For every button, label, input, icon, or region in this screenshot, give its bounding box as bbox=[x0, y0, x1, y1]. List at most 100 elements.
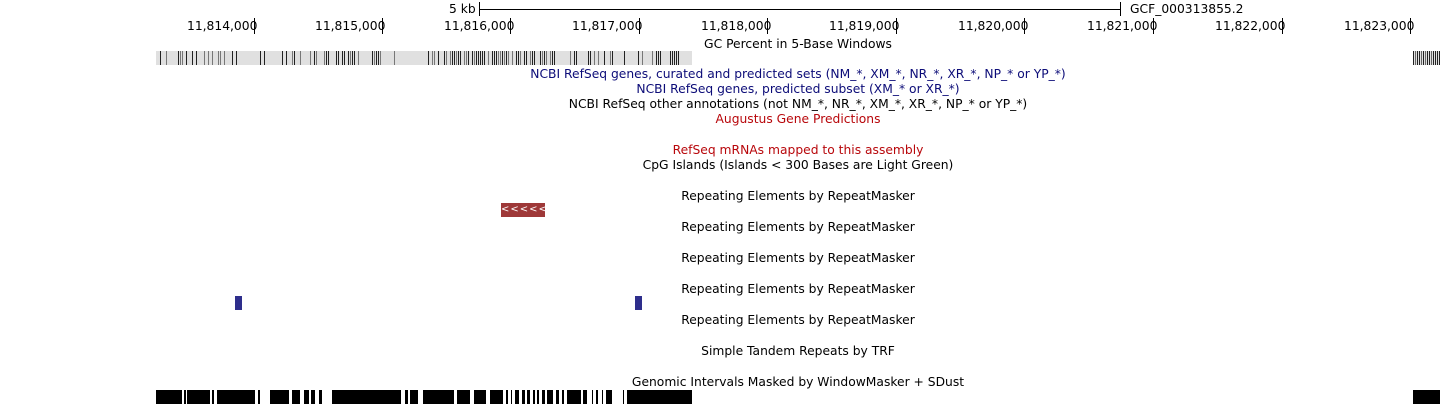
masked-interval[interactable] bbox=[515, 390, 519, 404]
masked-interval[interactable] bbox=[332, 390, 401, 404]
masked-interval[interactable] bbox=[1413, 390, 1440, 404]
ruler-tick bbox=[1410, 18, 1411, 34]
gc-window-bar bbox=[160, 51, 161, 65]
track-label-repeatmasker-3[interactable]: Repeating Elements by RepeatMasker bbox=[681, 251, 915, 265]
gc-window-bar bbox=[342, 51, 343, 65]
masked-interval[interactable] bbox=[592, 390, 593, 404]
masked-interval[interactable] bbox=[217, 390, 255, 404]
gc-window-bar bbox=[484, 51, 485, 65]
masked-interval[interactable] bbox=[506, 390, 508, 404]
masked-interval[interactable] bbox=[474, 390, 486, 404]
masked-interval[interactable] bbox=[156, 390, 182, 404]
gc-window-bar bbox=[638, 51, 639, 65]
masked-interval[interactable] bbox=[623, 390, 624, 404]
gc-window-bar bbox=[1421, 51, 1422, 65]
ruler-tick bbox=[1024, 18, 1025, 34]
gc-window-bar bbox=[378, 51, 379, 65]
gc-percent-track[interactable] bbox=[156, 51, 692, 65]
repeat-element-feature[interactable] bbox=[235, 296, 242, 310]
masked-interval[interactable] bbox=[596, 390, 598, 404]
gc-window-bar bbox=[1435, 51, 1436, 65]
track-label-cpg-islands[interactable]: CpG Islands (Islands < 300 Bases are Lig… bbox=[642, 158, 954, 172]
track-label-repeatmasker-5[interactable]: Repeating Elements by RepeatMasker bbox=[681, 313, 915, 327]
gc-window-bar bbox=[316, 51, 317, 65]
masked-interval[interactable] bbox=[490, 390, 503, 404]
masked-interval[interactable] bbox=[556, 390, 559, 404]
masked-interval[interactable] bbox=[184, 390, 186, 404]
masked-interval[interactable] bbox=[567, 390, 581, 404]
track-label-windowmasker[interactable]: Genomic Intervals Masked by WindowMasker… bbox=[631, 375, 965, 389]
gc-window-bar bbox=[452, 51, 453, 65]
gc-window-bar bbox=[660, 51, 661, 65]
masked-interval[interactable] bbox=[527, 390, 530, 404]
scale-size-label: 5 kb bbox=[449, 2, 476, 16]
gc-window-bar bbox=[428, 51, 429, 65]
masked-interval[interactable] bbox=[583, 390, 587, 404]
gc-window-bar bbox=[354, 51, 355, 65]
gc-window-bar bbox=[186, 51, 187, 65]
masked-interval[interactable] bbox=[511, 390, 512, 404]
track-label-refseq-curated[interactable]: NCBI RefSeq genes, curated and predicted… bbox=[530, 67, 1066, 81]
repeat-element-feature[interactable] bbox=[635, 296, 642, 310]
gc-window-bar bbox=[374, 51, 375, 65]
gc-window-bar bbox=[482, 51, 483, 65]
gc-window-bar bbox=[358, 51, 359, 65]
windowmasker-intervals[interactable] bbox=[0, 389, 1443, 405]
masked-interval[interactable] bbox=[258, 390, 260, 404]
gc-window-bar bbox=[540, 51, 541, 65]
gc-window-bar bbox=[432, 51, 433, 65]
track-label-repeatmasker-2[interactable]: Repeating Elements by RepeatMasker bbox=[681, 220, 915, 234]
masked-interval[interactable] bbox=[602, 390, 603, 404]
gc-window-bar bbox=[326, 51, 327, 65]
augustus-gene-feature[interactable]: <<<<< bbox=[501, 203, 545, 217]
masked-interval[interactable] bbox=[410, 390, 418, 404]
masked-interval[interactable] bbox=[547, 390, 553, 404]
masked-interval[interactable] bbox=[562, 390, 564, 404]
scale-bar: 5 kb GCF_000313855.2 bbox=[0, 0, 1443, 18]
track-label-gc-percent[interactable]: GC Percent in 5-Base Windows bbox=[704, 37, 892, 51]
masked-interval[interactable] bbox=[423, 390, 454, 404]
track-label-repeatmasker-4[interactable]: Repeating Elements by RepeatMasker bbox=[681, 282, 915, 296]
track-label-repeatmasker-1[interactable]: Repeating Elements by RepeatMasker bbox=[681, 189, 915, 203]
masked-interval[interactable] bbox=[319, 390, 322, 404]
gc-window-bar bbox=[468, 51, 469, 65]
gc-window-bar bbox=[542, 51, 543, 65]
masked-interval[interactable] bbox=[304, 390, 309, 404]
gc-window-bar bbox=[544, 51, 545, 65]
gc-window-bar bbox=[604, 51, 605, 65]
track-label-refseq-predicted[interactable]: NCBI RefSeq genes, predicted subset (XM_… bbox=[636, 82, 960, 96]
masked-interval[interactable] bbox=[606, 390, 612, 404]
track-label-augustus[interactable]: Augustus Gene Predictions bbox=[715, 112, 881, 126]
gc-window-bar bbox=[494, 51, 495, 65]
gc-window-bar bbox=[554, 51, 555, 65]
masked-interval[interactable] bbox=[522, 390, 525, 404]
gc-window-bar bbox=[472, 51, 473, 65]
track-label-refseq-mrna[interactable]: RefSeq mRNAs mapped to this assembly bbox=[672, 143, 924, 157]
masked-interval[interactable] bbox=[212, 390, 214, 404]
gc-window-bar bbox=[372, 51, 373, 65]
track-label-simple-repeats[interactable]: Simple Tandem Repeats by TRF bbox=[701, 344, 895, 358]
masked-interval[interactable] bbox=[533, 390, 535, 404]
gc-percent-bars-right bbox=[1413, 51, 1440, 65]
gc-window-bar bbox=[336, 51, 337, 65]
gc-window-bar bbox=[642, 51, 643, 65]
gc-percent-track-right[interactable] bbox=[1413, 51, 1440, 65]
masked-interval[interactable] bbox=[292, 390, 300, 404]
gc-window-bar bbox=[656, 51, 657, 65]
masked-interval[interactable] bbox=[457, 390, 470, 404]
gc-window-bar bbox=[460, 51, 461, 65]
track-label-refseq-other[interactable]: NCBI RefSeq other annotations (not NM_*,… bbox=[568, 97, 1028, 111]
masked-interval[interactable] bbox=[270, 390, 289, 404]
gc-window-bar bbox=[180, 51, 181, 65]
gc-window-bar bbox=[670, 51, 671, 65]
gc-window-bar bbox=[524, 51, 525, 65]
masked-interval[interactable] bbox=[627, 390, 692, 404]
gc-window-bar bbox=[574, 51, 575, 65]
gc-window-bar bbox=[658, 51, 659, 65]
gc-window-bar bbox=[532, 51, 533, 65]
masked-interval[interactable] bbox=[311, 390, 315, 404]
masked-interval[interactable] bbox=[187, 390, 210, 404]
masked-interval[interactable] bbox=[542, 390, 545, 404]
masked-interval[interactable] bbox=[405, 390, 408, 404]
masked-interval[interactable] bbox=[537, 390, 539, 404]
